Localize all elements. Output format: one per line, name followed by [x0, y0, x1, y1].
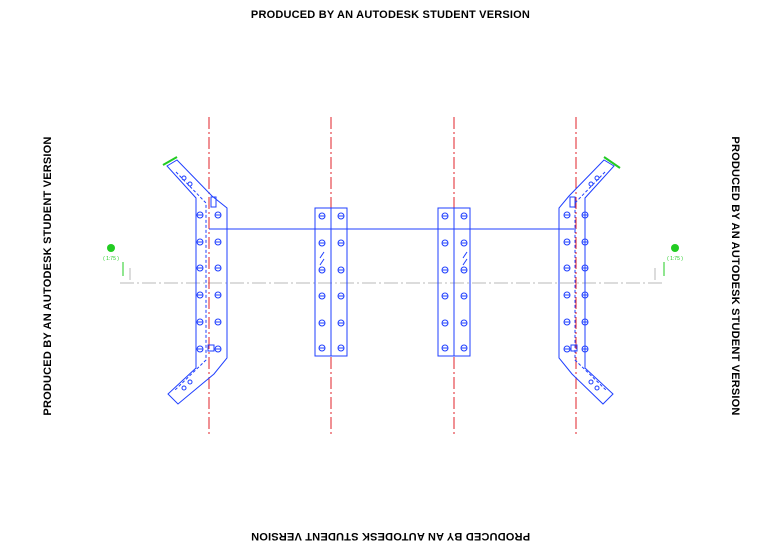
splice-plate-2 [437, 207, 471, 357]
bolt-hole [196, 211, 204, 219]
marker-label-right: ( 1:75 ) [667, 256, 683, 262]
bolt-hole [337, 266, 345, 274]
bolt-hole [563, 345, 571, 353]
bolt-hole [214, 345, 222, 353]
small-dimension-marks [319, 251, 468, 266]
bolt-hole [318, 344, 326, 352]
bolt-hole [563, 264, 571, 272]
arm-bolt [594, 175, 600, 181]
arm-bolt [181, 175, 187, 181]
arm-bolt [187, 379, 193, 385]
bolt-hole [196, 318, 204, 326]
bolt-hole [196, 238, 204, 246]
bolt-hole [214, 238, 222, 246]
bolt-hole [441, 319, 449, 327]
bolt-hole [460, 292, 468, 300]
bolt-hole [581, 291, 589, 299]
bolt-hole [337, 212, 345, 220]
bolt-hole [581, 211, 589, 219]
bolt-hole [214, 318, 222, 326]
bolt-hole [563, 291, 571, 299]
bolt-hole [318, 266, 326, 274]
bolt-hole [318, 319, 326, 327]
bolt-hole [214, 291, 222, 299]
bolt-hole [196, 264, 204, 272]
bolt-hole [196, 345, 204, 353]
bolt-hole [460, 212, 468, 220]
bolt-hole [563, 238, 571, 246]
bolt-hole [460, 344, 468, 352]
bolt-hole [460, 239, 468, 247]
bolt-hole [214, 211, 222, 219]
bolt-holes [181, 175, 600, 391]
bolt-hole [337, 239, 345, 247]
arm-bolt [588, 379, 594, 385]
bolt-hole [460, 266, 468, 274]
bolt-hole [214, 264, 222, 272]
bolt-hole [460, 319, 468, 327]
bolt-hole [581, 345, 589, 353]
bolt-hole [563, 211, 571, 219]
bolt-hole [581, 264, 589, 272]
bolt-hole [441, 292, 449, 300]
bolt-hole [337, 344, 345, 352]
bolt-hole [563, 318, 571, 326]
bolt-hole [441, 212, 449, 220]
left-bracket [162, 156, 228, 405]
bolt-hole [337, 319, 345, 327]
bolt-hole [196, 291, 204, 299]
arm-bolt [181, 385, 187, 391]
splice-plate-1 [314, 207, 348, 357]
arm-bolt [187, 181, 193, 187]
bolt-hole [337, 292, 345, 300]
bolt-hole [318, 239, 326, 247]
bolt-hole [318, 212, 326, 220]
marker-label-left: ( 1:75 ) [103, 256, 119, 262]
arm-bolt [588, 181, 594, 187]
bolt-hole [581, 318, 589, 326]
bolt-hole [441, 344, 449, 352]
section-marker-left: ( 1:75 ) [103, 244, 131, 280]
arm-bolt [594, 385, 600, 391]
bolt-hole [581, 238, 589, 246]
section-marker-right: ( 1:75 ) [654, 244, 683, 280]
bolt-hole [318, 292, 326, 300]
watermark-top: PRODUCED BY AN AUTODESK STUDENT VERSION [250, 9, 531, 21]
bolt-hole [441, 239, 449, 247]
right-bracket [558, 156, 621, 405]
bolt-hole [441, 266, 449, 274]
centerlines [208, 117, 577, 437]
